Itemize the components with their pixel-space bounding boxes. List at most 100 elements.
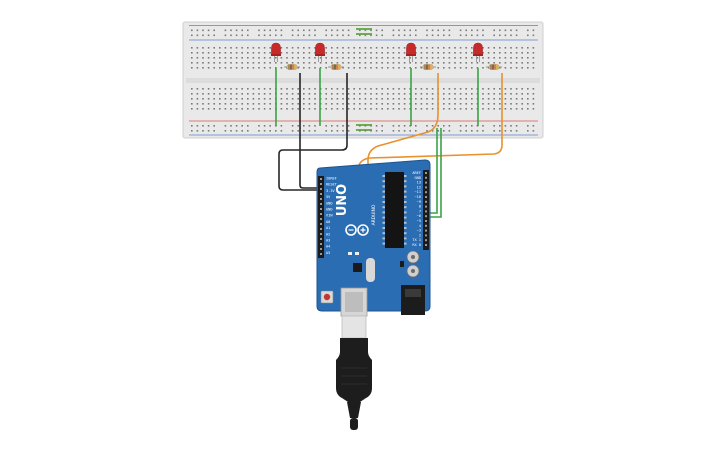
- breadboard-hole: [437, 52, 439, 54]
- breadboard-hole: [235, 108, 238, 110]
- chip-pin: [382, 242, 385, 245]
- resistor-2[interactable]: [328, 64, 344, 70]
- breadboard-hole: [398, 108, 400, 110]
- breadboard-hole: [336, 52, 339, 54]
- resistor-3[interactable]: [420, 64, 436, 70]
- breadboard-hole: [342, 93, 344, 95]
- led-1[interactable]: [271, 42, 281, 62]
- black-wire-resistor-2[interactable]: [278, 73, 348, 191]
- breadboard-hole: [426, 108, 428, 110]
- breadboard-hole: [471, 29, 473, 32]
- breadboard-hole: [448, 57, 451, 59]
- breadboard-hole: [331, 57, 333, 59]
- green-wire-gnd-1[interactable]: [428, 128, 438, 214]
- breadboard-hole: [515, 47, 518, 49]
- breadboard-hole: [426, 57, 428, 59]
- breadboard-hole: [431, 103, 434, 105]
- breadboard-hole: [331, 125, 333, 127]
- breadboard-hole: [258, 62, 260, 64]
- breadboard-hole: [448, 67, 451, 69]
- breadboard-hole: [235, 93, 238, 95]
- led-3[interactable]: [406, 42, 416, 62]
- breadboard-hole: [420, 88, 423, 90]
- breadboard-hole: [303, 62, 305, 64]
- breadboard-hole: [191, 52, 193, 54]
- right-pin-label: RX 0: [412, 243, 421, 247]
- chip-pin: [404, 195, 407, 198]
- breadboard-hole: [359, 93, 361, 95]
- green-wire-gnd-2[interactable]: [428, 128, 442, 218]
- breadboard-hole: [207, 34, 210, 37]
- breadboard-hole: [252, 52, 255, 54]
- breadboard-hole: [252, 103, 255, 105]
- breadboard-hole: [471, 88, 473, 90]
- breadboard-hole: [342, 98, 344, 100]
- breadboard-hole: [487, 108, 490, 110]
- breadboard-hole: [521, 108, 523, 110]
- right-header-pin: [425, 224, 427, 227]
- led-2[interactable]: [315, 42, 325, 62]
- breadboard-hole: [196, 130, 199, 132]
- breadboard-hole: [196, 108, 199, 110]
- breadboard-hole: [398, 47, 400, 49]
- breadboard-hole: [499, 108, 501, 110]
- breadboard-hole: [364, 98, 367, 100]
- breadboard-hole: [247, 62, 249, 64]
- breadboard-hole: [342, 62, 344, 64]
- breadboard-hole: [291, 130, 294, 132]
- breadboard-hole: [347, 88, 350, 90]
- breadboard-hole: [202, 103, 204, 105]
- breadboard-hole: [403, 47, 406, 49]
- breadboard-hole: [359, 62, 361, 64]
- breadboard-hole: [420, 93, 423, 95]
- breadboard-hole: [448, 29, 451, 32]
- resistor-4[interactable]: [486, 64, 502, 70]
- breadboard-hole: [431, 98, 434, 100]
- breadboard-hole: [275, 29, 277, 32]
- breadboard[interactable]: [182, 21, 544, 139]
- left-pin-label: 3.3V: [326, 189, 335, 193]
- resistor-1[interactable]: [284, 64, 300, 70]
- breadboard-hole: [465, 103, 467, 105]
- breadboard-hole: [230, 98, 232, 100]
- breadboard-hole: [191, 57, 193, 59]
- breadboard-hole: [235, 52, 238, 54]
- right-header-pin: [425, 215, 427, 218]
- usb-cable[interactable]: [336, 315, 372, 430]
- breadboard-hole: [224, 125, 227, 127]
- breadboard-hole: [521, 52, 523, 54]
- breadboard-hole: [370, 93, 372, 95]
- breadboard-hole: [336, 88, 339, 90]
- breadboard-hole: [336, 108, 339, 110]
- black-wire-resistor-1[interactable]: [299, 73, 328, 189]
- breadboard-hole: [364, 93, 367, 95]
- reset-button-cap[interactable]: [323, 293, 331, 301]
- breadboard-hole: [448, 130, 451, 132]
- breadboard-hole: [247, 130, 249, 132]
- breadboard-hole: [252, 98, 255, 100]
- voltage-regulator: [400, 261, 404, 267]
- breadboard-hole: [230, 130, 232, 132]
- led-4[interactable]: [473, 42, 483, 62]
- breadboard-hole: [207, 47, 210, 49]
- breadboard-hole: [398, 34, 400, 37]
- breadboard-hole: [224, 93, 227, 95]
- breadboard-hole: [252, 88, 255, 90]
- breadboard-hole: [370, 62, 372, 64]
- breadboard-hole: [493, 52, 495, 54]
- breadboard-hole: [230, 52, 232, 54]
- breadboard-hole: [459, 103, 462, 105]
- breadboard-hole: [297, 29, 299, 32]
- breadboard-hole: [297, 52, 299, 54]
- breadboard-hole: [364, 103, 367, 105]
- breadboard-hole: [403, 34, 406, 37]
- breadboard-hole: [510, 67, 512, 69]
- arduino-uno-board[interactable]: UNO ARDUINO IOREFRESET3.3V5VGNDGNDVINA0A…: [316, 159, 431, 317]
- breadboard-hole: [510, 57, 512, 59]
- breadboard-hole: [291, 93, 294, 95]
- breadboard-hole: [454, 103, 456, 105]
- breadboard-hole: [286, 98, 288, 100]
- breadboard-hole: [370, 130, 372, 132]
- breadboard-hole: [191, 103, 193, 105]
- breadboard-hole: [224, 130, 227, 132]
